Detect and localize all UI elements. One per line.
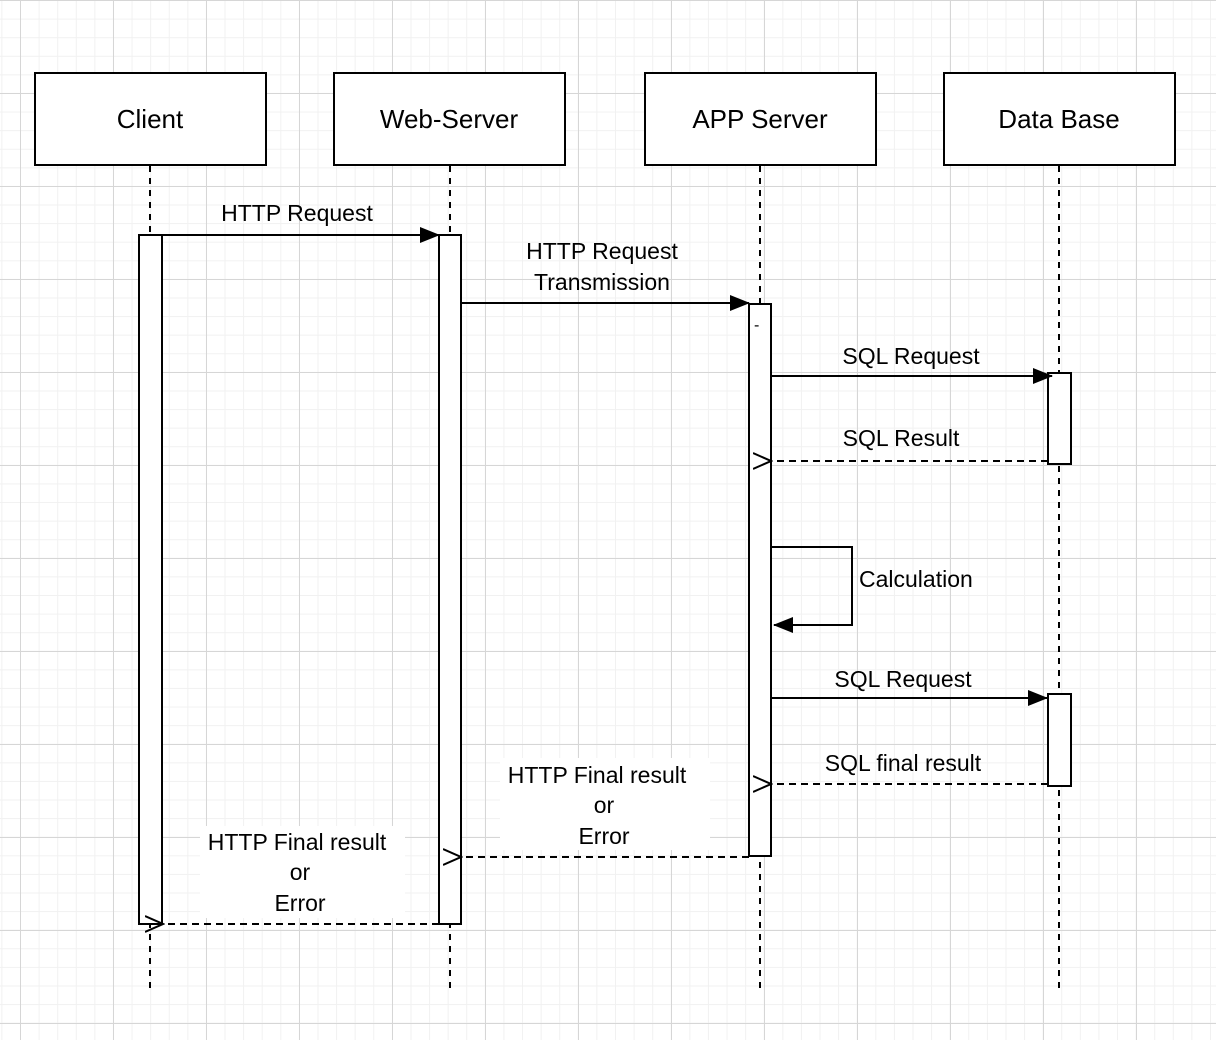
actor-app-server[interactable]: APP Server (644, 72, 877, 166)
activation-client[interactable] (138, 234, 163, 925)
actor-web-server[interactable]: Web-Server (333, 72, 566, 166)
message-http-final-result-app-label-line-1: HTTP Final result (508, 762, 687, 788)
activation-mark: - (754, 317, 759, 334)
message-http-request-transmission-label-line-1: HTTP Request (526, 238, 678, 264)
message-sql-final-result-label: SQL final result (825, 750, 982, 776)
message-http-final-result-web-label-line-3: Error (274, 890, 325, 916)
message-http-final-result-web-label-line-2: or (290, 859, 311, 885)
message-sql-request-2-label: SQL Request (834, 666, 972, 692)
message-calculation-label: Calculation (859, 566, 973, 592)
actor-client-label: Client (117, 104, 184, 134)
label-background (500, 758, 710, 850)
activation-app-server[interactable] (748, 303, 772, 857)
activation-data-base-2[interactable] (1047, 693, 1072, 787)
message-http-final-result-app-label-line-2: or (594, 792, 615, 818)
message-sql-result-label: SQL Result (843, 425, 960, 451)
message-calculation-arrow[interactable] (771, 546, 853, 633)
message-http-request-label: HTTP Request (221, 200, 373, 226)
actor-data-base-label: Data Base (998, 104, 1119, 134)
message-http-request-transmission-label-line-2: Transmission (534, 269, 670, 295)
message-http-final-result-app-label-line-3: Error (578, 823, 629, 849)
label-background (200, 826, 405, 918)
actor-web-server-label: Web-Server (380, 104, 519, 134)
activation-web-server[interactable] (438, 234, 462, 925)
actor-client[interactable]: Client (34, 72, 267, 166)
actor-data-base[interactable]: Data Base (943, 72, 1176, 166)
actor-app-server-label: APP Server (692, 104, 828, 134)
message-sql-request-label: SQL Request (842, 343, 980, 369)
activation-data-base-1[interactable] (1047, 372, 1072, 465)
message-http-final-result-web-label-line-1: HTTP Final result (208, 829, 387, 855)
